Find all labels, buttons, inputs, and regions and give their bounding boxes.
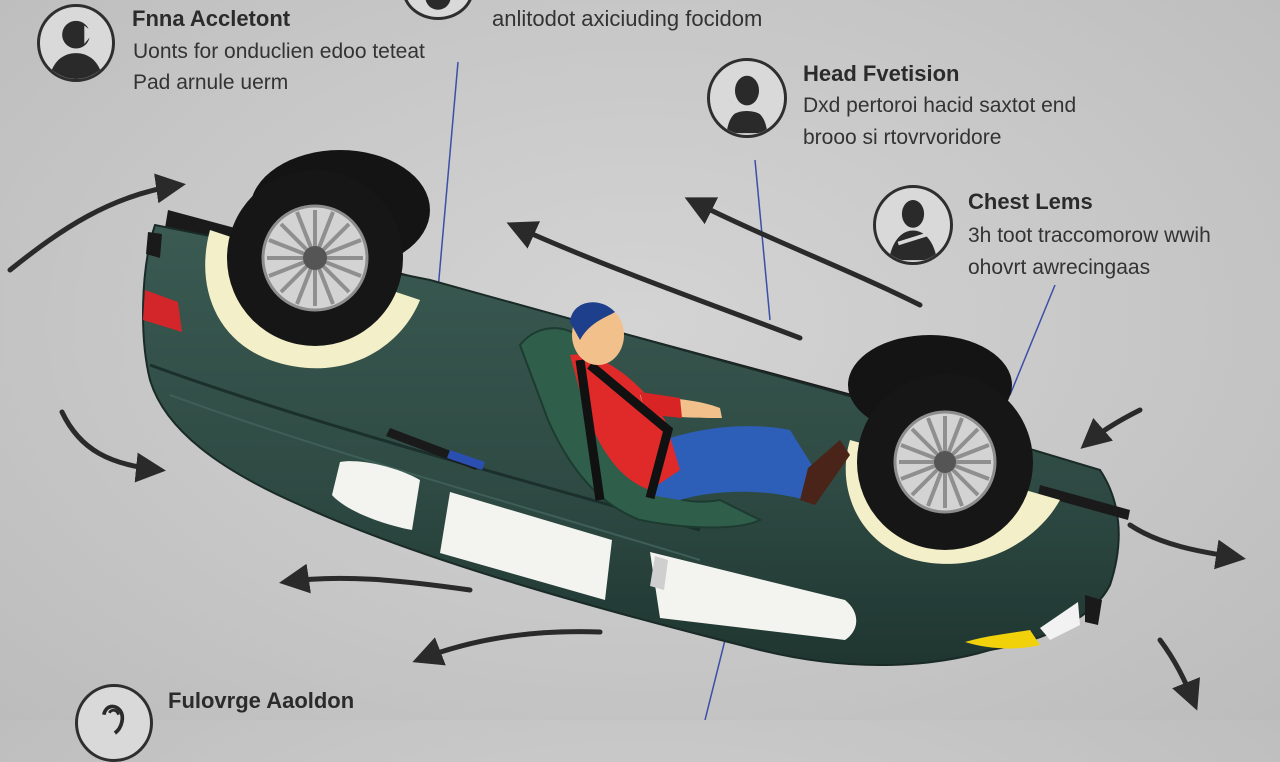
hand-icon [75,684,153,762]
arrow-right-mid [1080,407,1143,449]
callout-head-line-2: brooo si rtovrvoridore [803,126,1002,149]
callout-head-title: Head Fvetision [803,61,960,86]
arrow-bottom-left-1 [279,563,473,594]
callout-chest-title: Chest Lems [968,189,1093,214]
window-1 [332,461,420,530]
rollover-diagram: anlitodot axiciuding focidom Fnna Acclet… [7,0,1246,762]
arrow-top-center [506,221,803,341]
motion-arrows [7,173,1246,711]
hair [570,302,615,340]
seatbelt [575,359,605,501]
occupant [518,302,850,529]
window-3 [650,552,857,640]
window-2 [440,492,612,600]
driver-head-icon [37,4,115,82]
arrow-top-left [7,173,186,273]
rear-wheel [227,150,430,346]
arrow-left-mid [59,409,166,483]
rollover-illustration [7,61,1246,720]
chest-injury-icon [873,185,953,265]
arrow-bottom-left-2 [412,629,603,666]
callout-chest-line-1: 3h toot traccomorow wwih [968,224,1211,247]
arrow-right-low [1127,522,1246,570]
callout-bottom-title: Fulovrge Aaoldon [168,688,355,713]
head-impact-icon [707,58,787,138]
callout-head-line-1: Dxd pertoroi hacid saxtot end [803,94,1077,117]
front-wheel [848,335,1033,550]
arrow-top-right [684,197,923,308]
callout-chest-line-2: ohovrt awrecingaas [968,256,1151,279]
occupant-legs [640,426,815,500]
occupant-torso [570,354,680,490]
arrow-bottom-right [1157,637,1201,711]
tail-light [143,290,182,332]
top-caption: anlitodot axiciuding focidom [492,6,763,31]
callout-front-line-1: Uonts for onduclien edoo teteat [133,40,425,63]
callout-front-title: Fnna Accletont [132,6,291,31]
callout-front-line-2: Pad arnule uerm [133,71,289,94]
